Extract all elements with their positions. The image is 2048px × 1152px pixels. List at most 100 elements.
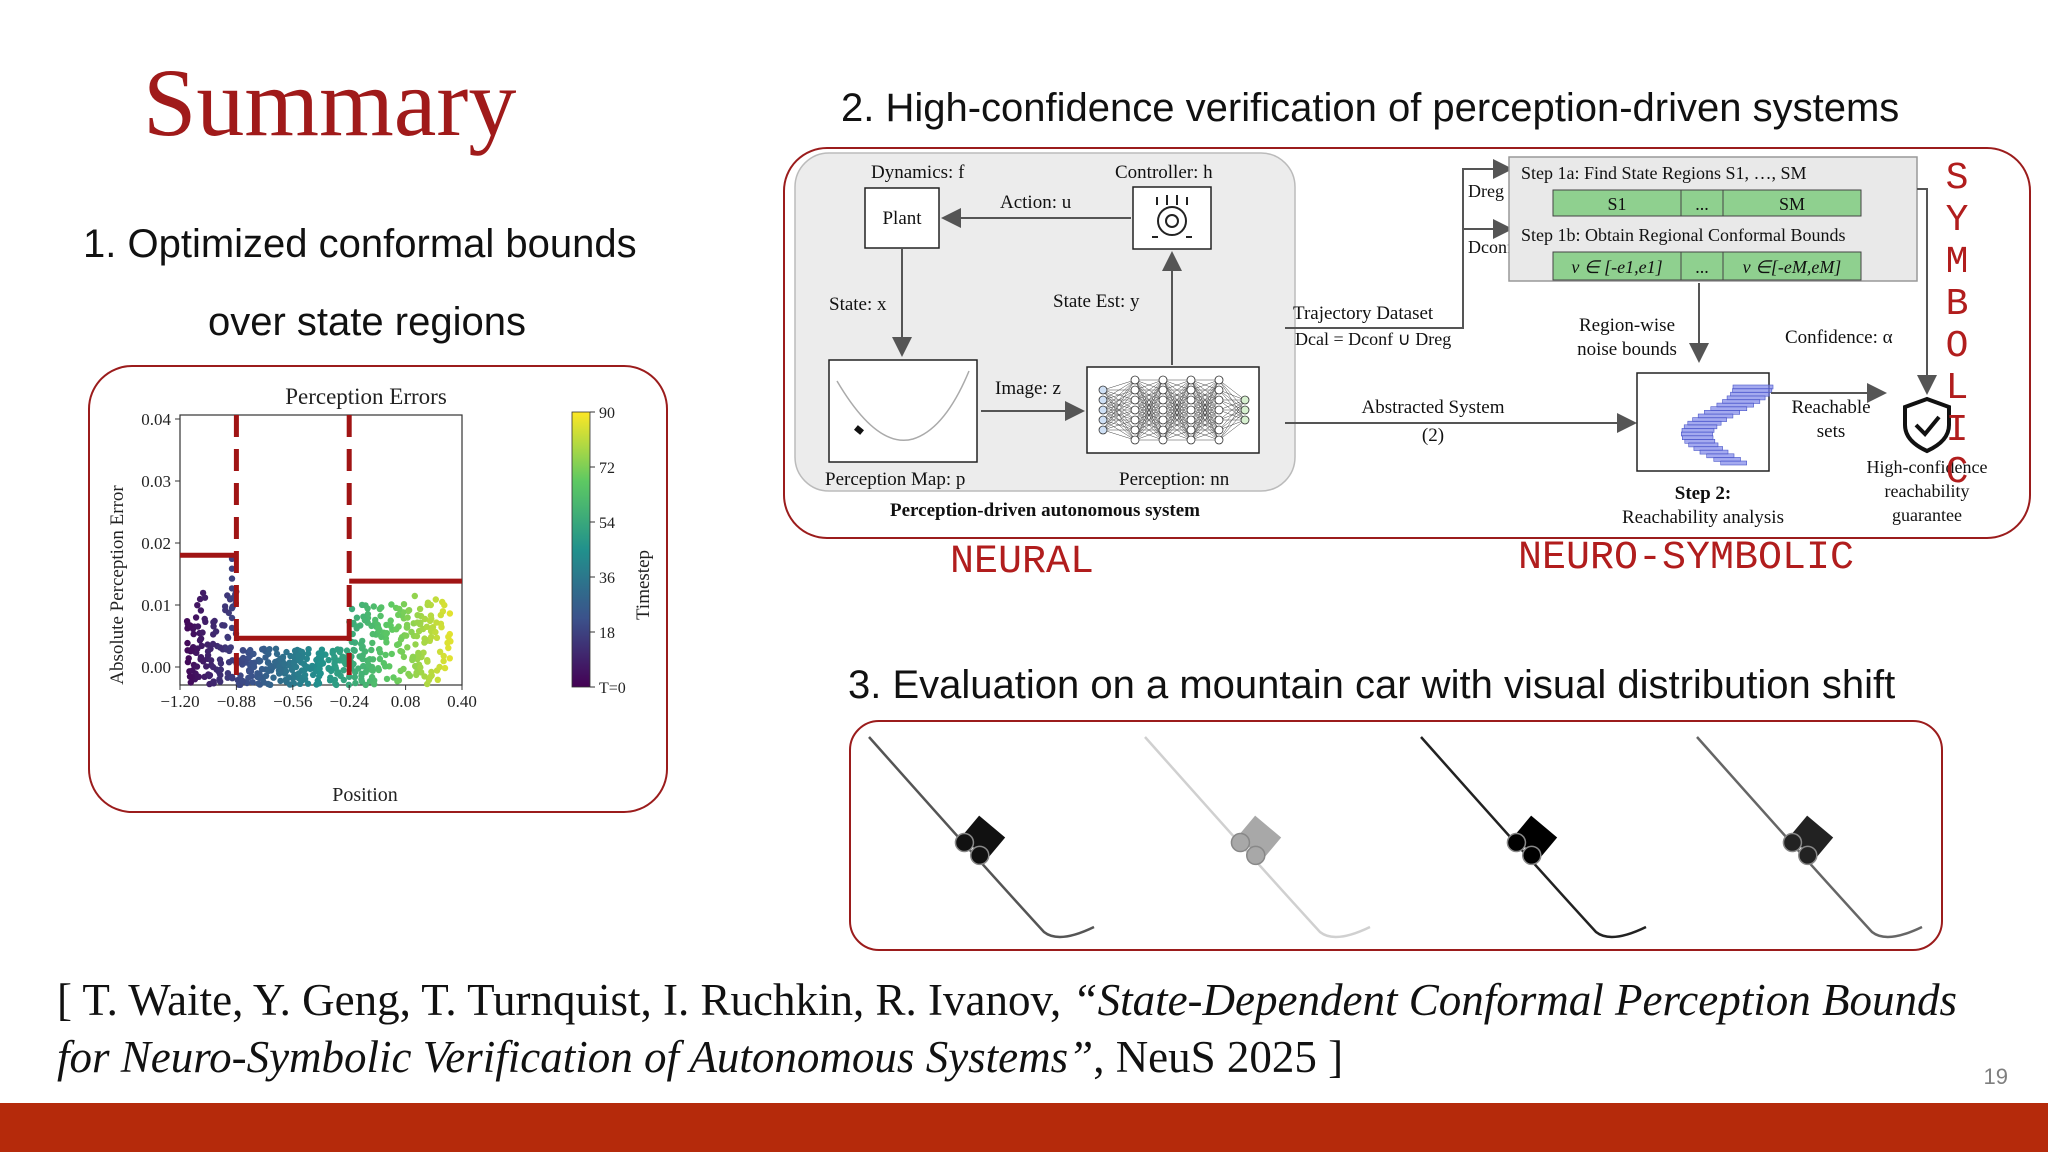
scatter-point	[406, 672, 414, 679]
scatter-point	[207, 657, 215, 664]
scatter-point	[370, 603, 377, 610]
nn-node	[1186, 405, 1196, 415]
scatter-point	[204, 652, 212, 659]
scatter-point	[281, 660, 288, 668]
scatter-point	[403, 624, 410, 631]
step2-line1: Step 2:	[1675, 483, 1731, 504]
d-conf-label: Dconf	[1468, 237, 1513, 257]
step1b-row: v ∈ [-e1,e1] ... v ∈[-eM,eM]	[1552, 251, 1862, 281]
scatter-point	[350, 646, 357, 654]
scatter-point	[334, 670, 341, 677]
scatter-point	[433, 619, 440, 626]
scatter-point	[239, 678, 247, 685]
scatter-point	[424, 658, 431, 665]
scatter-point	[341, 658, 348, 666]
scatter-point	[224, 592, 231, 599]
car-icon	[1782, 815, 1834, 866]
regionwise-line1: Region-wise	[1579, 315, 1675, 336]
scatter-point	[202, 618, 209, 625]
nn-node	[1186, 395, 1196, 405]
scatter-point	[416, 605, 424, 613]
scatter-point	[262, 654, 269, 661]
scatter-point	[228, 575, 236, 582]
scatter-point	[412, 641, 419, 648]
nn-node	[1158, 425, 1168, 435]
perception-nn-label: Perception: nn	[1119, 469, 1230, 490]
system-caption: Perception-driven autonomous system	[890, 500, 1200, 521]
mountain-curve	[1696, 736, 1923, 939]
confidence-label: Confidence: α	[1785, 327, 1893, 348]
nn-node	[1186, 385, 1196, 395]
scatter-point	[383, 675, 391, 683]
x-tick-label: −0.88	[217, 692, 256, 711]
scatter-point	[193, 663, 201, 670]
page-number: 19	[1983, 1064, 2008, 1089]
y-tick-label: 0.01	[141, 596, 171, 615]
scatter-point	[295, 670, 302, 677]
nn-node	[1186, 425, 1196, 435]
scatter-point	[437, 611, 444, 619]
scatter-point	[318, 646, 326, 653]
mountain-car-frames	[868, 736, 1923, 939]
scatter-point	[249, 679, 256, 686]
scatter-point	[440, 657, 447, 665]
scatter-point	[369, 639, 376, 647]
scatter-point	[207, 645, 214, 652]
scatter-point	[260, 679, 267, 686]
scatter-point	[352, 679, 359, 687]
scatter-point	[395, 611, 402, 619]
plot-area	[179, 414, 463, 686]
scatter-point	[272, 645, 280, 652]
scatter-point	[436, 663, 443, 671]
scatter-point	[358, 678, 366, 685]
colorbar-tick-label: 36	[599, 570, 615, 587]
label-neuro-symbolic: NEURO-SYMBOLIC	[1518, 536, 1855, 581]
scatter-point	[398, 648, 406, 655]
scatter-point	[413, 632, 421, 640]
dynamics-label: Dynamics: f	[871, 162, 965, 183]
step1b-cell-3: v ∈[-eM,eM]	[1743, 257, 1842, 277]
section3-heading: 3. Evaluation on a mountain car with vis…	[848, 663, 1896, 707]
colorbar-tick-label: 54	[599, 515, 615, 532]
scatter-point	[346, 673, 353, 680]
scatter-point	[305, 646, 312, 653]
nn-node	[1214, 405, 1224, 415]
citation: [ T. Waite, Y. Geng, T. Turnquist, I. Ru…	[57, 972, 1957, 1086]
nn-node	[1214, 425, 1224, 435]
scatter-point	[248, 672, 255, 680]
scatter-point	[283, 648, 290, 656]
scatter-point	[417, 664, 424, 671]
scatter-point	[295, 652, 302, 659]
mountain-curve	[1420, 736, 1647, 939]
nn-node	[1186, 415, 1196, 425]
scatter-point	[186, 673, 194, 680]
colorbar-tick-label: 72	[599, 460, 615, 477]
step1b-label: Step 1b: Obtain Regional Conformal Bound…	[1521, 225, 1845, 245]
scatter-point	[262, 672, 270, 679]
scatter-point	[209, 663, 217, 671]
scatter-point	[446, 655, 453, 662]
scatter-point	[418, 669, 425, 676]
footer-bar	[0, 1103, 2048, 1152]
perception-map-box	[828, 359, 978, 463]
scatter-point	[359, 655, 366, 663]
scatter-point	[299, 677, 306, 684]
verification-diagram-panel: Dynamics: f Controller: h Plant Action: …	[783, 147, 2031, 539]
scatter-point	[425, 676, 433, 684]
scatter-point	[331, 660, 338, 667]
scatter-point	[387, 617, 394, 624]
scatter-point	[376, 655, 384, 663]
scatter-point	[434, 676, 441, 683]
y-tick-label: 0.02	[141, 534, 171, 553]
label-neural: NEURAL	[950, 540, 1095, 585]
abstracted-line2: (2)	[1422, 425, 1444, 446]
nn-node	[1098, 415, 1108, 425]
perception-errors-chart: Perception Errors Position Absolute Perc…	[107, 384, 654, 806]
action-label: Action: u	[1000, 192, 1072, 213]
slide-title: Summary	[143, 49, 517, 156]
scatter-point	[315, 680, 323, 687]
scatter-point	[198, 642, 205, 650]
chart-xlabel: Position	[332, 784, 398, 806]
y-tick-label: 0.00	[141, 658, 171, 677]
scatter-point	[187, 679, 194, 686]
